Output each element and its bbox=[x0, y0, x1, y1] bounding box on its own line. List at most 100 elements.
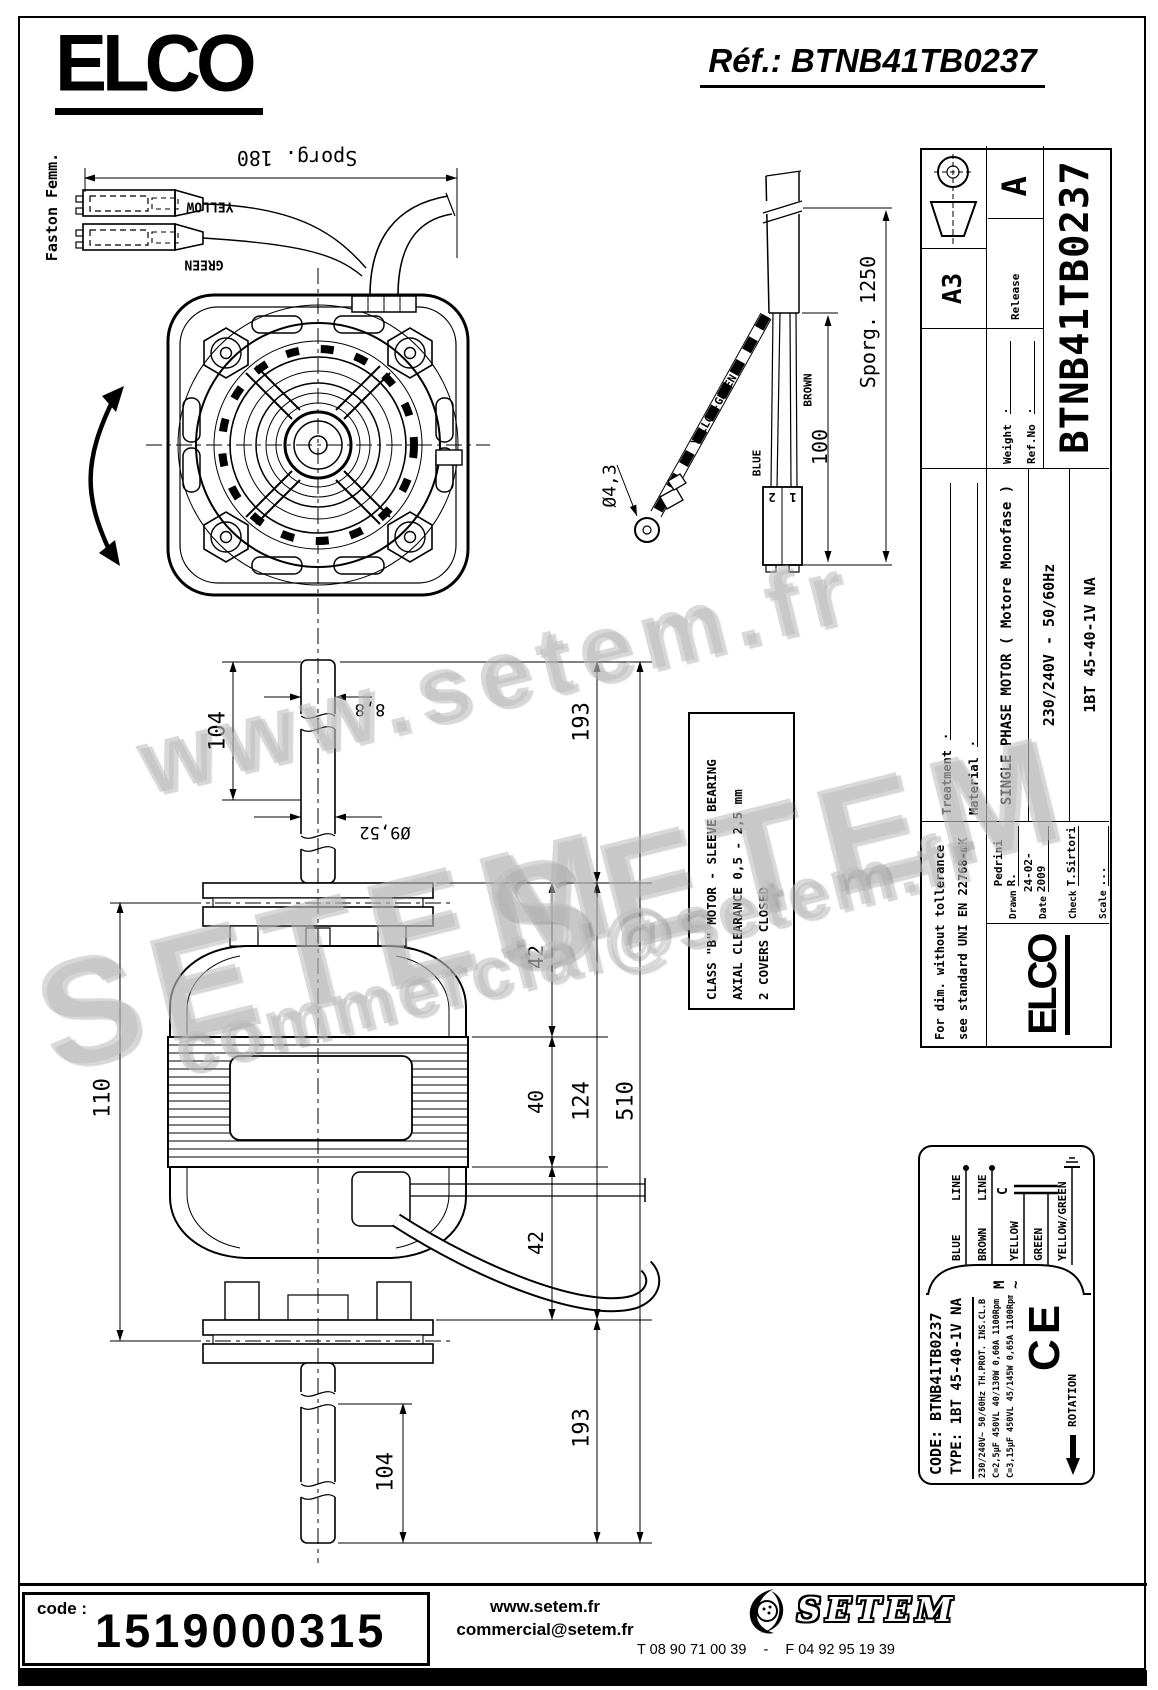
dim-9-52: Ø9,52 bbox=[359, 822, 411, 842]
dim-42-bottom: 42 bbox=[524, 1230, 548, 1256]
title-block: For dim. without tollerance see standard… bbox=[920, 146, 1112, 1048]
wiring-diagram-box: CODE: BTNB41TB0237 TYPE: 1BT 45-40-1V NA… bbox=[918, 1145, 1095, 1485]
footer-code-value: 1519000315 bbox=[95, 1604, 387, 1657]
wiring-spec-3: C=3,15µF 450VL 45/145W 0,65A 1100Rpm bbox=[1006, 1293, 1016, 1478]
motor-schematic bbox=[927, 1157, 1085, 1296]
check-label: Check bbox=[1068, 890, 1079, 919]
wiring-divider bbox=[972, 1297, 974, 1479]
connector-pin-2: 2 bbox=[768, 490, 776, 504]
wiring-type-line: TYPE: 1BT 45-40-1V NA bbox=[949, 1297, 965, 1475]
schematic-brown-line-label: LINE bbox=[976, 1174, 989, 1202]
footer-code-box: code : 1519000315 bbox=[22, 1592, 430, 1666]
schematic-yellow-label: YELLOW bbox=[1008, 1221, 1021, 1261]
treatment-value: . bbox=[936, 483, 951, 740]
rotation-arrow-bar bbox=[1070, 1435, 1076, 1459]
rotation-arrow-icon bbox=[1066, 1458, 1080, 1475]
type-spec: 1BT 45-40-1V NA bbox=[1081, 577, 1099, 713]
centerlines bbox=[146, 268, 490, 1563]
elco-logo: ELCO bbox=[55, 16, 257, 109]
dim-124: 124 bbox=[569, 1081, 595, 1121]
motor-front-view bbox=[88, 192, 470, 597]
yellow-wire-label: YELLOW bbox=[186, 198, 234, 214]
power-cable-detail bbox=[616, 170, 892, 573]
schematic-blue-line-label: LINE bbox=[950, 1174, 963, 1202]
setem-swirl-icon bbox=[749, 1589, 784, 1634]
footer-website: www.setem.fr bbox=[490, 1597, 600, 1616]
material-value: . bbox=[963, 483, 978, 748]
page-frame bbox=[18, 16, 1146, 1670]
dimension-lines bbox=[110, 661, 652, 1544]
note-class: CLASS "B" MOTOR - SLEEVE BEARING bbox=[704, 759, 719, 1000]
bottom-black-bar bbox=[18, 1670, 1147, 1686]
connector-pin-1: 1 bbox=[789, 490, 797, 504]
drawn-label: Drawn bbox=[1008, 890, 1019, 919]
sporg-1250-dim: Sporg. 1250 bbox=[856, 255, 880, 389]
schematic-green-label: GREEN bbox=[1032, 1227, 1045, 1261]
dim-110: 110 bbox=[90, 1078, 116, 1118]
notes-box: CLASS "B" MOTOR - SLEEVE BEARING AXIAL C… bbox=[688, 712, 795, 1010]
drawing-frame-bottom bbox=[18, 1583, 1147, 1586]
treatment-label: Treatment bbox=[940, 749, 954, 815]
release-label: Release bbox=[1008, 273, 1022, 320]
wiring-spec-2: C=2,5µF 450VL 40/130W 0,60A 1100Rpm bbox=[992, 1298, 1002, 1478]
schematic-yellow-green-label: YELLOW/GREEN bbox=[1056, 1181, 1069, 1261]
footer-code-label: code : bbox=[37, 1599, 88, 1618]
reference-number: Réf.: BTNB41TB0237 bbox=[700, 42, 1045, 88]
brown-wire-label: BROWN bbox=[801, 373, 815, 407]
elco-logo-small: ELCO bbox=[1021, 935, 1070, 1035]
dim-104-top: 104 bbox=[205, 711, 231, 751]
dim-100: 100 bbox=[808, 428, 832, 466]
motor-m-label: M bbox=[992, 1280, 1008, 1289]
schematic-brown-label: BROWN bbox=[976, 1227, 989, 1261]
sheet-size: A3 bbox=[922, 248, 987, 328]
part-number: BTNB41TB0237 bbox=[1053, 160, 1098, 454]
dim-8-8: 8,8 bbox=[354, 699, 386, 719]
schematic-blue-label: BLUE bbox=[950, 1234, 963, 1262]
refno-value: . bbox=[1021, 341, 1035, 415]
projection-symbol-icon bbox=[929, 153, 978, 244]
dim-42-top: 42 bbox=[524, 944, 548, 970]
footer-separator: - bbox=[763, 1642, 769, 1658]
note-clearance: AXIAL CLEARANCE 0,5 - 2,5 mm bbox=[730, 789, 745, 1000]
wiring-code-line: CODE: BTNB41TB0237 bbox=[927, 1312, 945, 1475]
footer-fax: F 04 92 95 19 39 bbox=[785, 1642, 895, 1658]
terminal-diameter-dim: Ø4,3 bbox=[599, 464, 621, 508]
weight-label: Weight bbox=[1001, 424, 1014, 464]
weight-value: . bbox=[997, 341, 1011, 415]
ce-mark: CE bbox=[1020, 1299, 1069, 1371]
faston-label: Faston Femm. bbox=[43, 152, 61, 262]
scale-label: Scale bbox=[1098, 890, 1109, 919]
sporg-180-dim: Sporg. 180 bbox=[236, 146, 358, 170]
footer-email: commercial@setem.fr bbox=[456, 1620, 634, 1639]
faston-assembly bbox=[75, 168, 458, 277]
release-value: A bbox=[987, 176, 1043, 220]
elco-logo-underline bbox=[55, 108, 263, 115]
rotation-label: ROTATION bbox=[1066, 1374, 1079, 1427]
drawn-value: Pedrini R. bbox=[992, 826, 1019, 887]
material-label: Material bbox=[967, 757, 981, 815]
dim-104-bottom: 104 bbox=[373, 1452, 399, 1492]
dim-510: 510 bbox=[613, 1081, 639, 1121]
refno-label: Ref.No bbox=[1025, 424, 1038, 464]
date-value: 24-02-2009 bbox=[1022, 826, 1049, 893]
voltage-spec: 230/240V - 50/60Hz bbox=[1029, 469, 1070, 821]
motor-ac-symbol: ~ bbox=[1008, 1280, 1024, 1289]
footer-contacts: T 08 90 71 00 39 - F 04 92 95 19 39 bbox=[637, 1642, 895, 1658]
capacitor-label: C bbox=[996, 1187, 1011, 1195]
date-label: Date bbox=[1038, 896, 1049, 919]
green-wire-label: GREEN bbox=[184, 256, 224, 272]
wiring-spec-1: 230/240V~ 50/60Hz TH.PROT. INS.CL.B bbox=[978, 1298, 988, 1478]
tolerance-note-2: see standard UNI EN 22768-mK bbox=[956, 837, 970, 1040]
tolerance-note-1: For dim. without tollerance bbox=[933, 844, 947, 1040]
dim-193-top: 193 bbox=[569, 702, 595, 742]
setem-brand: SETEM bbox=[797, 1590, 958, 1629]
dim-40: 40 bbox=[524, 1089, 548, 1115]
scale-value: ... bbox=[1095, 826, 1109, 887]
drawing-title: SINGLE PHASE MOTOR ( Motore Monofase ) bbox=[987, 469, 1029, 821]
note-covers: 2 COVERS CLOSED bbox=[756, 887, 771, 1000]
footer-phone: T 08 90 71 00 39 bbox=[637, 1642, 747, 1658]
blue-wire-label: BLUE bbox=[750, 449, 764, 477]
check-value: T.Sirtori bbox=[1065, 826, 1079, 887]
